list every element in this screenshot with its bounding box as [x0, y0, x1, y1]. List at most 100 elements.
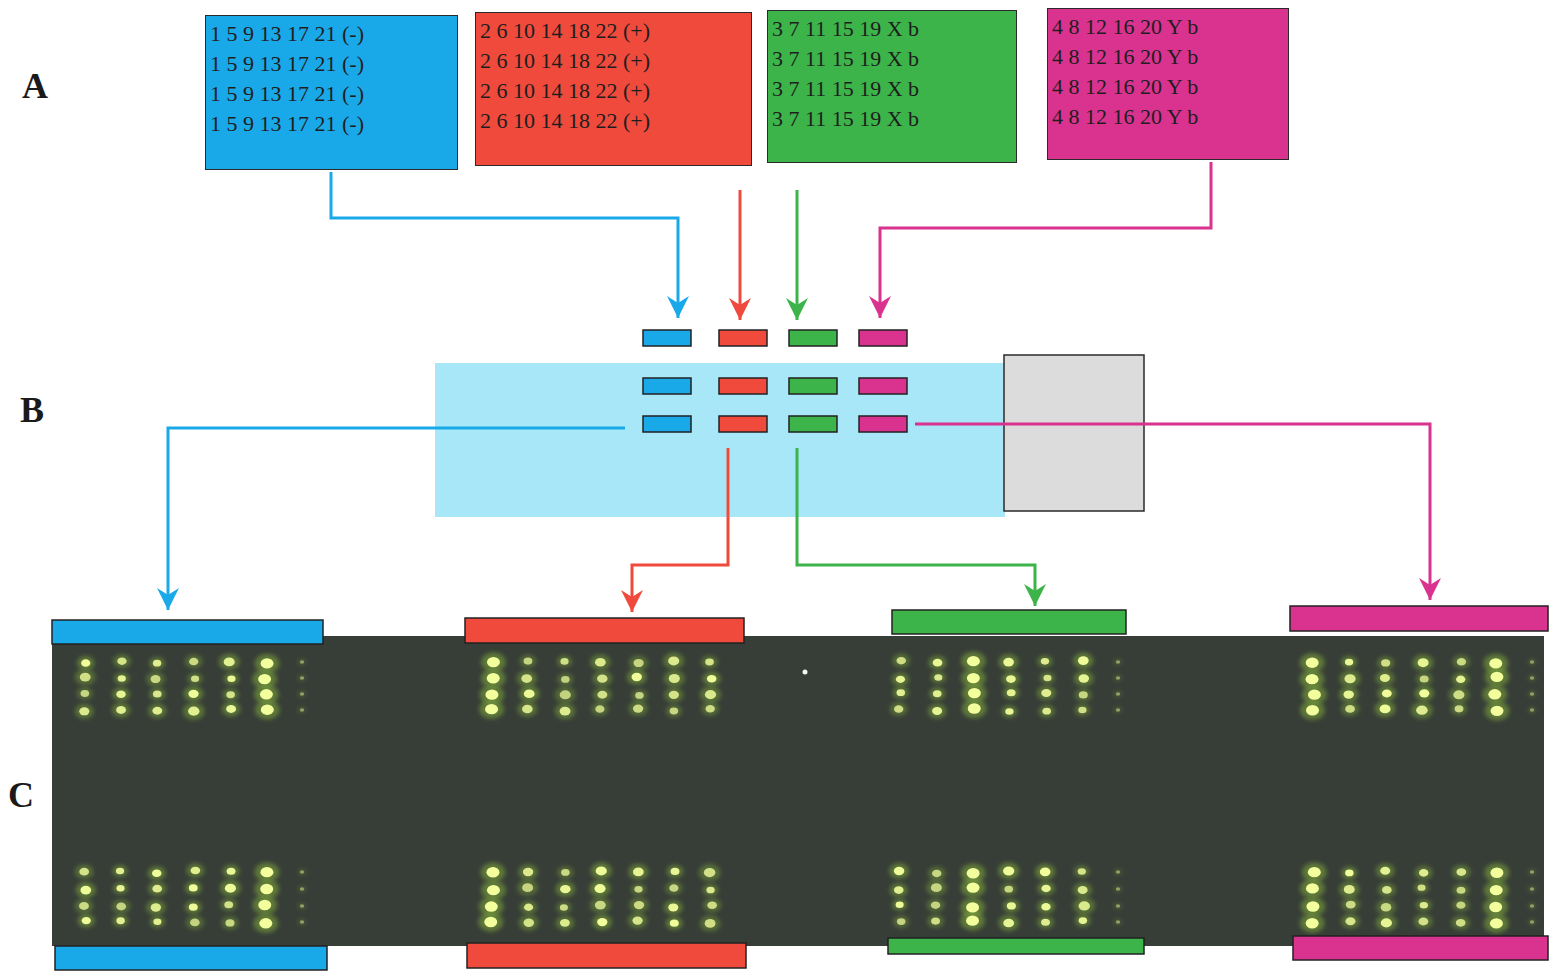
array-spot: [560, 707, 571, 716]
spot-glow: [631, 883, 647, 895]
spot-glow: [298, 691, 306, 698]
spot-glow: [631, 689, 647, 702]
array-spot: [190, 919, 200, 927]
array-spot: [669, 674, 680, 683]
spot-glow: [1528, 903, 1536, 910]
array-spot: [116, 868, 124, 875]
spot-glow: [1415, 686, 1434, 701]
spot-glow: [113, 654, 131, 668]
spot-glow: [516, 670, 537, 686]
spot-glow: [701, 702, 719, 716]
spot-glow: [255, 862, 280, 882]
panel-bar: [55, 946, 327, 970]
panel-bar: [892, 610, 1126, 634]
spot-glow: [112, 899, 131, 914]
sample-row: 4 8 12 16 20 Y b: [1052, 72, 1284, 102]
sample-row: 2 6 10 14 18 22 (+): [480, 76, 747, 106]
spot-glow: [1484, 880, 1509, 900]
array-spot: [1418, 917, 1428, 925]
array-spot: [1381, 659, 1390, 666]
array-spot: [1078, 707, 1086, 714]
image-speck: [803, 670, 808, 675]
array-spot: [487, 657, 500, 667]
array-spot: [1420, 902, 1428, 909]
array-spot: [117, 657, 126, 664]
spot-glow: [520, 900, 537, 914]
spot-glow: [519, 915, 539, 931]
spot-glow: [926, 879, 947, 896]
spot-glow: [629, 897, 649, 913]
flow-arrow: [739, 190, 742, 320]
array-spot: [896, 657, 905, 665]
spot-glow: [557, 673, 573, 686]
array-spot: [1530, 920, 1534, 924]
spot-glow: [589, 880, 610, 897]
spot-glow: [222, 702, 241, 717]
array-spot: [1078, 868, 1086, 875]
spot-glow: [75, 899, 94, 914]
sample-row: 4 8 12 16 20 Y b: [1052, 12, 1284, 42]
spot-glow: [1114, 886, 1122, 893]
spot-glow: [1528, 886, 1536, 893]
array-spot: [1041, 903, 1050, 911]
sample-spot: [859, 416, 907, 432]
spot-glow: [1528, 659, 1536, 666]
array-spot: [191, 676, 199, 683]
array-spot: [966, 915, 979, 925]
sample-row: 2 6 10 14 18 22 (+): [480, 16, 747, 46]
array-spot: [669, 691, 679, 699]
spot-glow: [557, 655, 573, 667]
array-spot: [1345, 705, 1355, 713]
array-spot: [1308, 867, 1321, 877]
array-spot: [152, 707, 162, 715]
array-spot: [595, 901, 606, 910]
sample-spot: [643, 330, 691, 346]
array-spot: [931, 918, 940, 925]
spot-glow: [1300, 701, 1325, 721]
spot-glow: [1377, 686, 1396, 701]
spot-glow: [1114, 919, 1122, 926]
spot-glow: [1075, 704, 1091, 716]
spot-glow: [77, 914, 95, 928]
array-spot: [1530, 692, 1534, 696]
array-spot: [1079, 674, 1090, 682]
spot-glow: [928, 655, 946, 669]
array-spot: [116, 885, 124, 891]
spot-glow: [1114, 903, 1122, 910]
spot-glow: [1037, 916, 1054, 929]
spot-glow: [221, 916, 238, 930]
array-spot: [1420, 675, 1429, 682]
spot-glow: [928, 703, 947, 718]
spot-glow: [1528, 675, 1536, 682]
panel-bar: [888, 938, 1144, 954]
array-spot: [1491, 706, 1504, 716]
spot-glow: [927, 914, 944, 927]
array-spot: [595, 658, 606, 667]
array-spot: [522, 883, 533, 892]
spot-glow: [591, 702, 609, 716]
array-spot: [1345, 917, 1355, 925]
spot-glow: [148, 881, 166, 896]
array-spot: [258, 674, 271, 684]
spot-glow: [1482, 685, 1507, 705]
spot-glow: [223, 865, 240, 878]
array-spot: [300, 920, 304, 924]
array-spot: [1418, 884, 1426, 890]
array-spot: [705, 690, 716, 699]
array-spot: [1306, 674, 1319, 684]
array-spot: [1381, 903, 1392, 912]
spot-glow: [149, 688, 166, 701]
spot-glow: [112, 703, 131, 718]
array-spot: [1079, 901, 1090, 910]
flow-arrow: [331, 172, 678, 318]
spot-glow: [1040, 672, 1055, 684]
spot-glow: [590, 654, 610, 670]
spot-glow: [252, 895, 277, 915]
array-spot: [227, 868, 236, 875]
array-spot: [668, 903, 678, 911]
spot-glow: [998, 915, 1019, 931]
spot-glow: [481, 863, 506, 883]
spot-glow: [113, 914, 129, 927]
array-spot: [487, 673, 500, 683]
